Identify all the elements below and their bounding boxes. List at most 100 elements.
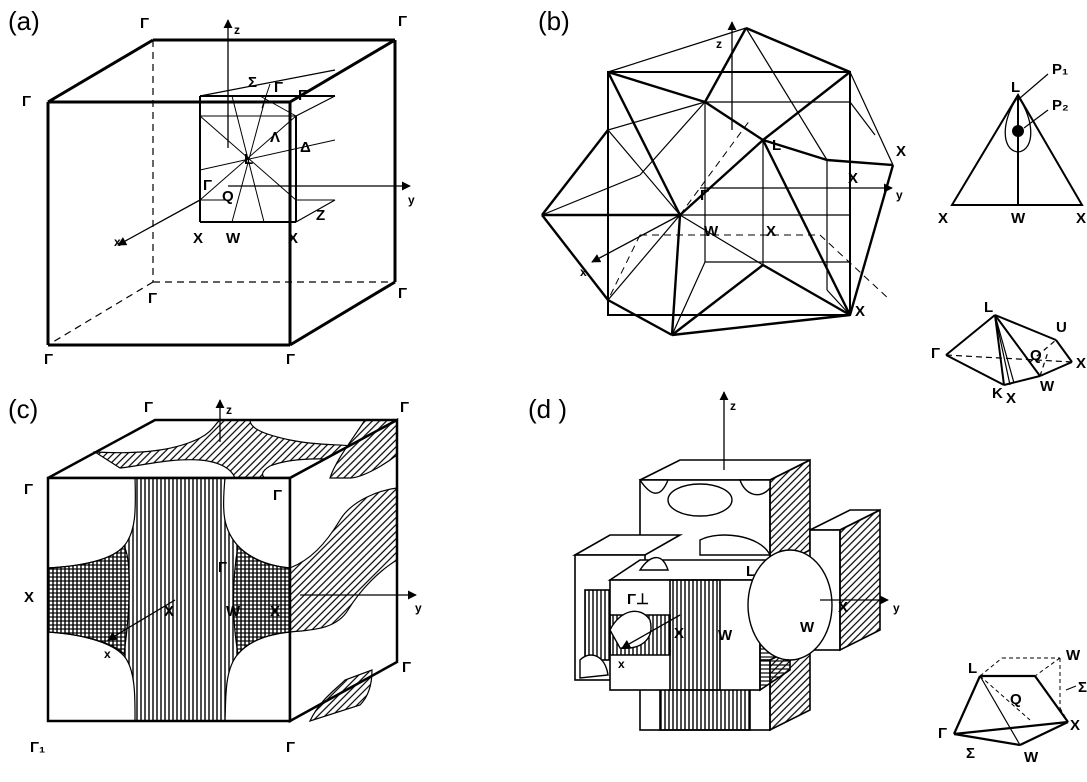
- panel-b-hidden-edges: [607, 119, 891, 301]
- panel-a-cube: [46, 38, 397, 347]
- panel-b-wedge-inset: [945, 314, 1073, 386]
- panel-b-X-right-outer: X: [896, 143, 906, 160]
- panel-a: (a): [8, 6, 415, 368]
- panel-b-label: (b): [538, 6, 570, 36]
- panel-b-W: W: [704, 223, 719, 240]
- panel-b: (b): [538, 6, 1086, 407]
- inset-b-p2: P₂: [1052, 97, 1069, 114]
- wedge-d-X: X: [1070, 717, 1080, 734]
- panel-a-hidden-edges: [47, 40, 395, 346]
- panel-b-axes: [591, 21, 893, 263]
- panel-a-gamma-bottom-left: Γ: [44, 351, 53, 368]
- panel-c-gamma-top-back: Γ: [144, 399, 153, 416]
- panel-b-cube: [607, 71, 851, 316]
- panel-b-X-right-inner: X: [848, 170, 858, 187]
- panel-d: (d ): [528, 391, 1087, 766]
- panel-a-gamma-left: Γ: [22, 93, 31, 110]
- panel-b-L: L: [772, 137, 781, 154]
- panel-c-x-axis-label: x: [104, 647, 111, 661]
- panel-d-W-center: W: [718, 627, 733, 644]
- wedge-b-L: L: [984, 299, 993, 316]
- panel-a-label: (a): [8, 6, 40, 36]
- panel-d-gamma: Γ⊥: [627, 591, 649, 608]
- panel-a-gamma-front-top-right: Γ: [298, 87, 307, 104]
- panel-d-L: L: [746, 563, 755, 580]
- wedge-b-U: U: [1056, 319, 1067, 336]
- panel-a-gamma-inner-top: Γ: [274, 79, 283, 96]
- panel-b-face-inset: L P₁ P₂ X W X: [938, 61, 1086, 227]
- panel-c-X-right: X: [270, 603, 280, 620]
- panel-d-label: (d ): [528, 394, 567, 424]
- panel-b-x-axis-label: x: [580, 265, 587, 279]
- panel-c-gamma-bottom-front: Γ: [286, 739, 295, 756]
- inset-b-L: L: [1011, 79, 1020, 96]
- inset-b-X-left: X: [938, 210, 948, 227]
- panel-d-wedge-inset: [952, 657, 1077, 747]
- panel-a-X-right: X: [288, 230, 298, 247]
- panel-d-X-center: X: [674, 625, 684, 642]
- panel-d-openings: [579, 479, 833, 679]
- panel-c-gamma-left: Γ: [24, 481, 33, 498]
- panel-c-gamma-side-lower: Γ: [402, 659, 411, 676]
- panel-c-front-neck: [47, 477, 291, 722]
- wedge-b-Q: Q: [1030, 347, 1042, 364]
- panel-a-gamma-top-back: Γ: [140, 15, 149, 32]
- panel-a-L: L: [244, 151, 253, 168]
- inset-b-p1: P₁: [1052, 61, 1068, 78]
- wedge-d-L: L: [968, 660, 977, 677]
- panel-a-gamma-bottom-right: Γ: [398, 285, 407, 302]
- panel-c: (c) z y x Γ Γ Γ Γ Γ X X W X Γ: [8, 394, 422, 756]
- panel-a-gamma-back-bottom: Γ: [148, 290, 157, 307]
- panel-b-X-bottom-right: X: [855, 303, 865, 320]
- panel-c-y-axis-label: y: [415, 601, 422, 615]
- panel-a-lambda: Λ: [270, 129, 280, 146]
- wedge-d-gamma: Γ: [938, 725, 947, 742]
- wedge-b-X-bottom: X: [1006, 390, 1016, 407]
- panel-c-gamma-inner: Γ: [218, 559, 227, 576]
- wedge-b-gamma: Γ: [931, 345, 940, 362]
- panel-a-delta: Δ: [300, 139, 311, 156]
- wedge-d-Q: Q: [1010, 691, 1022, 708]
- panel-b-y-axis-label: y: [896, 188, 903, 202]
- panel-d-W-right: W: [800, 619, 815, 636]
- panel-c-gamma-bottom-left: Γ₁: [30, 739, 45, 756]
- wedge-d-sigma-right: Σ: [1078, 679, 1087, 696]
- panel-c-gamma-top-right: Γ: [400, 399, 409, 416]
- panel-d-z-axis-label: z: [730, 399, 736, 413]
- panel-c-gamma-front-top-right: Γ: [273, 487, 282, 504]
- panel-c-W: W: [226, 603, 241, 620]
- panel-a-gamma-top-right: Γ: [398, 13, 407, 30]
- panel-c-side-neck: [289, 419, 398, 722]
- inset-b-X-right: X: [1076, 210, 1086, 227]
- panel-c-label: (c): [8, 394, 38, 424]
- panel-a-gamma-inner: Γ: [203, 177, 212, 194]
- panel-c-X-left: X: [24, 589, 34, 606]
- panel-c-X-center: X: [164, 603, 174, 620]
- panel-a-y-axis-label: y: [408, 193, 415, 207]
- panel-c-axes: [107, 399, 417, 641]
- panel-a-sigma: Σ: [248, 74, 257, 91]
- panel-d-x-axis-label: x: [618, 657, 625, 671]
- wedge-d-W-bottom: W: [1024, 749, 1039, 766]
- panel-a-Z: Z: [316, 207, 325, 224]
- inset-b-W: W: [1011, 210, 1026, 227]
- panel-b-z-axis-label: z: [716, 37, 722, 51]
- panel-a-Q: Q: [222, 188, 234, 205]
- panel-c-z-axis-label: z: [226, 403, 232, 417]
- panel-a-inner-zone: [199, 69, 336, 223]
- panel-b-gamma: Γ: [700, 187, 709, 204]
- panel-a-x-axis-label: x: [114, 235, 121, 249]
- panel-d-X-right: X: [838, 599, 848, 616]
- wedge-d-sigma: Σ: [966, 745, 975, 762]
- panel-d-axes: [621, 391, 889, 649]
- wedge-d-W-top: W: [1066, 647, 1081, 664]
- panel-b-X-center: X: [766, 223, 776, 240]
- panel-d-y-axis-label: y: [893, 601, 900, 615]
- panel-a-X-left: X: [193, 230, 203, 247]
- wedge-b-W: W: [1040, 378, 1055, 395]
- panel-a-gamma-bottom-front: Γ: [286, 351, 295, 368]
- panel-a-z-axis-label: z: [234, 23, 240, 37]
- wedge-b-K: K: [992, 385, 1003, 402]
- wedge-b-X: X: [1076, 355, 1086, 372]
